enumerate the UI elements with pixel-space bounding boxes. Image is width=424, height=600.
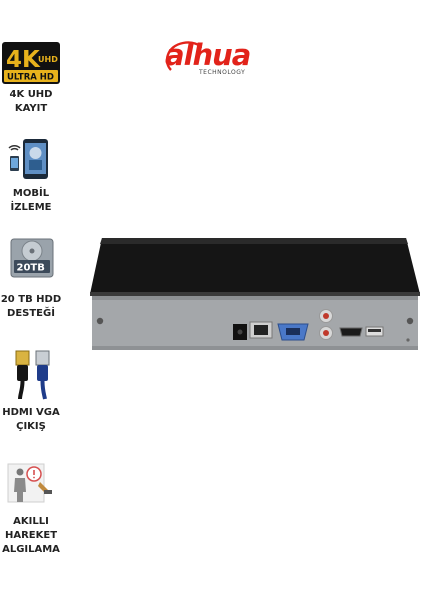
hdd-capacity-text: 20TB (17, 263, 45, 274)
feature-label-line: MOBİL (12, 188, 50, 199)
screw-icon (96, 317, 104, 325)
feature-label-line: AKILLI (13, 516, 49, 527)
feature-label-line: 4K UHD (9, 89, 53, 100)
ultra-hd-4k-icon: 4K UHD ULTRA HD (2, 42, 60, 84)
feature-label: MOBİL İZLEME (0, 187, 62, 215)
feature-label-line: HDMI VGA (2, 407, 60, 418)
badge-4k-text: 4K (6, 47, 41, 73)
hard-disk-icon: 20TB (10, 238, 54, 278)
feature-label-line: 20 TB HDD (0, 294, 62, 305)
cable-connectors-icon (14, 350, 54, 400)
feature-label-line: İZLEME (10, 202, 52, 213)
feature-label: AKILLI HAREKET ALGILAMA (0, 515, 62, 557)
feature-label-line: ALGILAMA (2, 544, 60, 555)
feature-smart-motion-detection: AKILLI HAREKET ALGILAMA (0, 460, 62, 570)
feature-mobile-view: MOBİL İZLEME (0, 138, 62, 222)
feature-label: HDMI VGA ÇIKIŞ (0, 406, 62, 434)
mobile-phone-icon (8, 138, 54, 180)
feature-label-line: ÇIKIŞ (16, 421, 46, 432)
logo-swoosh-icon (165, 41, 203, 71)
feature-label-line: DESTEĞİ (7, 308, 55, 319)
feature-hdd-support: 20TB 20 TB HDD DESTEĞİ (0, 238, 62, 324)
nvr-device-image (90, 238, 424, 358)
feature-label-line: HAREKET (4, 530, 58, 541)
brand-tagline: TECHNOLOGY (199, 69, 246, 76)
feature-label-line: KAYIT (14, 103, 48, 114)
feature-label: 20 TB HDD DESTEĞİ (0, 293, 62, 321)
badge-uhd-text: UHD (38, 55, 58, 64)
hdmi-port-icon (339, 327, 363, 337)
screw-icon (406, 338, 410, 342)
feature-4k-recording: 4K UHD ULTRA HD 4K UHD KAYIT (0, 42, 62, 122)
badge-ultra-hd-text: ULTRA HD (7, 73, 54, 83)
brand-logo: alhua TECHNOLOGY (165, 38, 285, 80)
feature-hdmi-vga-output: HDMI VGA ÇIKIŞ (0, 350, 62, 440)
screw-icon (406, 317, 414, 325)
motion-detection-icon (6, 460, 56, 504)
feature-label: 4K UHD KAYIT (0, 88, 62, 116)
